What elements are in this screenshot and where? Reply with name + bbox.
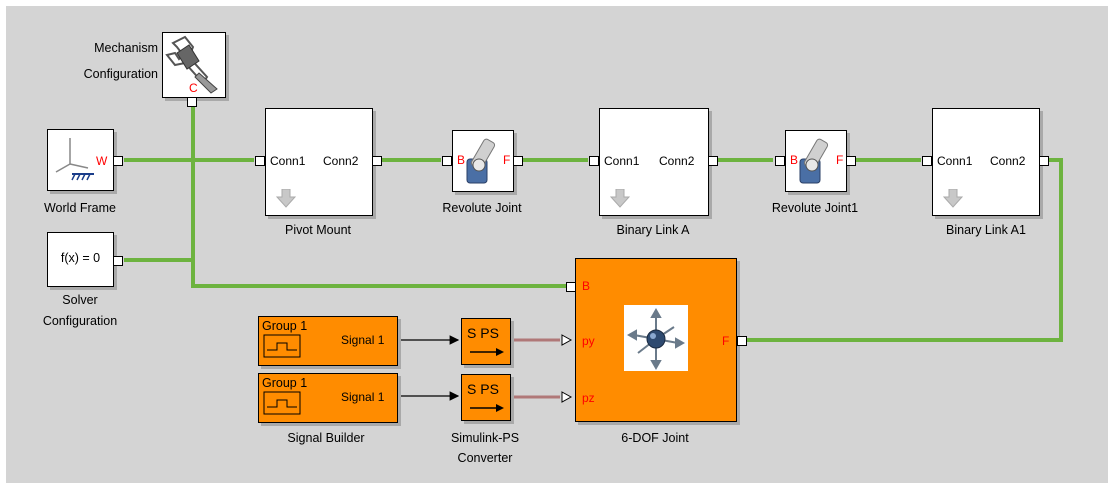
revjoint-port-f: F [503, 153, 511, 167]
six-dof-joint-block[interactable]: B py pz F [575, 258, 737, 422]
revolute-joint-icon [466, 138, 496, 184]
revjoint-left-port-box[interactable] [442, 156, 452, 166]
binlinka-right-port-box[interactable] [708, 156, 718, 166]
line-binlinka1-to-6dof-f[interactable] [746, 158, 1063, 342]
sixdof-b-port-box[interactable] [566, 282, 576, 292]
solver-label-2: Configuration [42, 314, 118, 328]
sixdof-f-port-box[interactable] [737, 336, 747, 346]
world-frame-port-w: W [96, 154, 108, 168]
pivot-right-port-box[interactable] [372, 156, 382, 166]
physical-connections [124, 104, 1063, 342]
simulink-ps-label-1: Simulink-PS [450, 431, 520, 445]
signal-builder-block-2[interactable]: Group 1 Signal 1 [258, 373, 398, 423]
solver-port-box[interactable] [113, 256, 123, 266]
right-arrow-icon [470, 348, 504, 356]
solver-label-1: Solver [62, 293, 98, 307]
mechanism-port-c: C [189, 81, 198, 95]
ps-port-arrows [561, 334, 573, 403]
wrench-icon [165, 35, 218, 94]
sixdof-port-f: F [722, 334, 730, 348]
ps-arrow-pz [561, 391, 573, 403]
sps-text-2: S PS [467, 381, 499, 397]
binary-link-a1-label: Binary Link A1 [946, 223, 1026, 237]
down-arrow-icon [276, 189, 296, 208]
revolute-joint1-block[interactable]: B F [785, 130, 847, 192]
solver-configuration-block[interactable]: f(x) = 0 [47, 232, 114, 287]
pivot-mount-label: Pivot Mount [284, 223, 351, 237]
binlinka-port-conn2: Conn2 [659, 154, 695, 168]
sixdof-port-b: B [582, 279, 591, 293]
signal-builder-signal-1: Signal 1 [341, 333, 385, 347]
world-frame-block[interactable]: W [47, 129, 114, 191]
revolute-joint-icon [799, 138, 829, 184]
signal-builder-group-1: Group 1 [262, 319, 308, 333]
mechanism-configuration-block[interactable]: C [162, 32, 226, 98]
revjoint1-right-port-box[interactable] [846, 156, 856, 166]
pivot-port-conn1: Conn1 [270, 154, 306, 168]
signal-connections [398, 335, 460, 401]
revolute-joint-label: Revolute Joint [442, 201, 522, 215]
sps-text-1: S PS [467, 325, 499, 341]
signal-builder-label: Signal Builder [287, 431, 365, 445]
simulink-ps-converter-2[interactable]: S PS [461, 374, 511, 421]
mechanism-port-box[interactable] [187, 97, 197, 107]
six-dof-joint-label: 6-DOF Joint [621, 431, 689, 445]
mechanism-label-1: Mechanism [94, 41, 158, 55]
binary-link-a-block[interactable]: Conn1 Conn2 [599, 108, 709, 216]
revolute-joint-block[interactable]: B F [452, 130, 514, 192]
signal-builder-block-1[interactable]: Group 1 Signal 1 [258, 316, 398, 366]
signal-builder-signal-2: Signal 1 [341, 390, 385, 404]
mechanism-label-2: Configuration [83, 67, 158, 81]
revjoint-right-port-box[interactable] [513, 156, 523, 166]
six-dof-icon-frame [624, 305, 688, 371]
revolute-joint1-label: Revolute Joint1 [771, 201, 859, 215]
pivot-mount-block[interactable]: Conn1 Conn2 [265, 108, 373, 216]
junction-dot [190, 157, 196, 163]
down-arrow-icon [943, 189, 963, 208]
revjoint-port-b: B [457, 153, 466, 167]
binlinka1-port-conn2: Conn2 [990, 154, 1026, 168]
binary-link-a1-block[interactable]: Conn1 Conn2 [932, 108, 1040, 216]
world-frame-icon [55, 138, 94, 181]
solver-content: f(x) = 0 [60, 251, 101, 265]
binlinka-port-conn1: Conn1 [604, 154, 640, 168]
six-dof-icon [626, 307, 686, 371]
binlinka1-right-port-box[interactable] [1039, 156, 1049, 166]
binlinka1-left-port-box[interactable] [922, 156, 932, 166]
binlinka-left-port-box[interactable] [589, 156, 599, 166]
signal-waveform-icon [263, 334, 301, 358]
pivot-port-conn2: Conn2 [323, 154, 359, 168]
signal-builder-group-2: Group 1 [262, 376, 308, 390]
world-frame-port-box[interactable] [113, 156, 123, 166]
sixdof-port-py: py [582, 334, 595, 348]
line-mechanism-to-6dof-b[interactable] [191, 104, 566, 288]
binlinka1-port-conn1: Conn1 [937, 154, 973, 168]
binary-link-a-label: Binary Link A [616, 223, 690, 237]
simulink-ps-converter-1[interactable]: S PS [461, 318, 511, 365]
pivot-left-port-box[interactable] [255, 156, 265, 166]
signal-waveform-icon [263, 391, 301, 415]
world-frame-label: World Frame [43, 201, 116, 215]
right-arrow-icon [470, 404, 504, 412]
revjoint1-port-b: B [790, 153, 799, 167]
down-arrow-icon [610, 189, 630, 208]
ps-connections [511, 338, 560, 399]
revjoint1-port-f: F [836, 153, 844, 167]
simulink-ps-label-2: Converter [457, 451, 513, 465]
ps-arrow-py [561, 334, 573, 346]
revjoint1-left-port-box[interactable] [775, 156, 785, 166]
sixdof-port-pz: pz [582, 391, 595, 405]
